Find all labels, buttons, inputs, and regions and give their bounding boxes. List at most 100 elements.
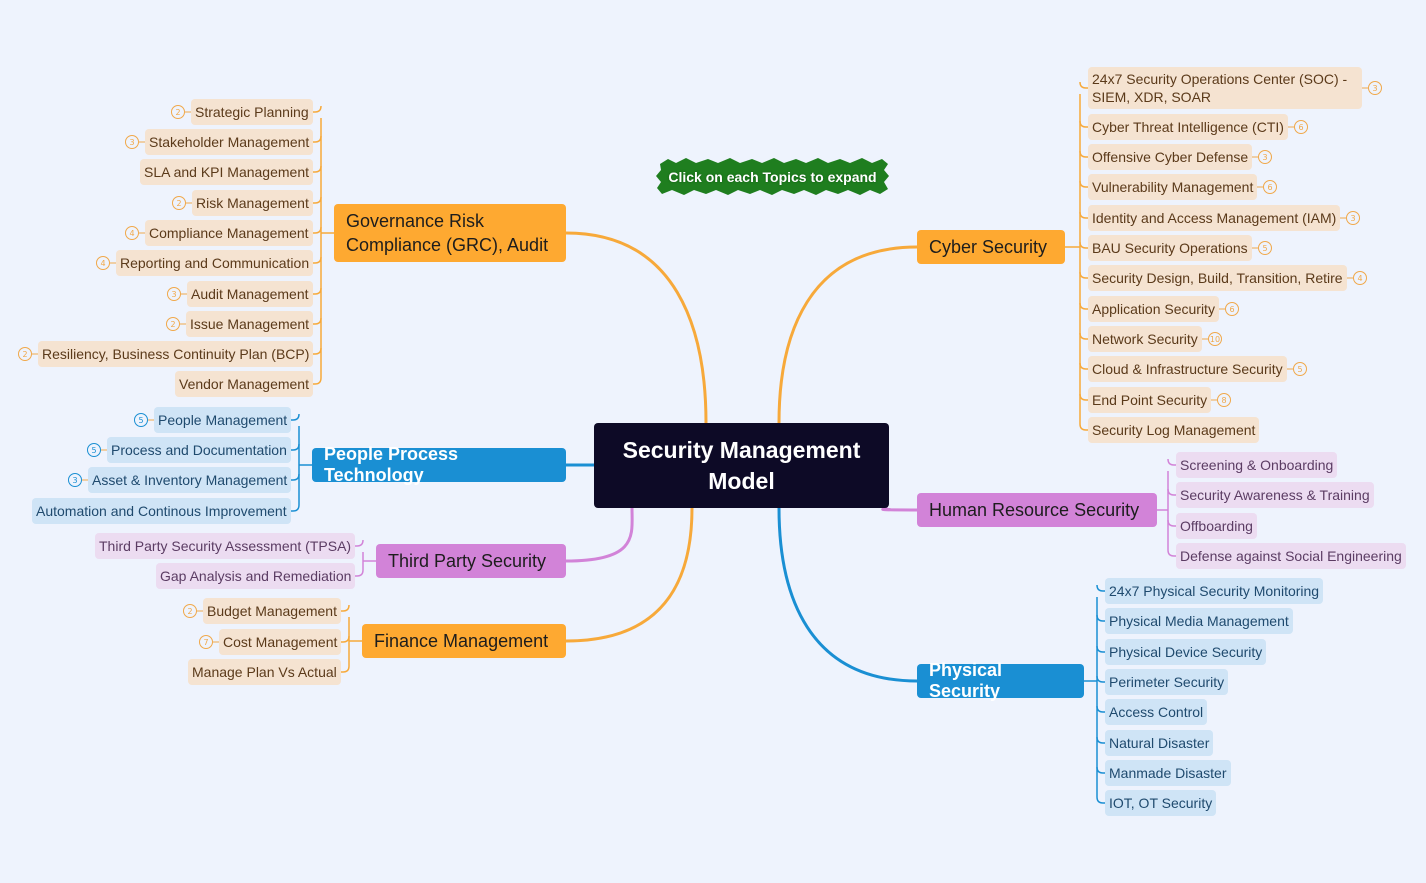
subtopic-item[interactable]: End Point Security: [1088, 387, 1212, 413]
subtopic-item[interactable]: Screening & Onboarding: [1176, 452, 1338, 478]
connector-line: [313, 256, 322, 264]
subtopic-item[interactable]: Issue Management: [186, 311, 314, 337]
subtopic-item[interactable]: Manmade Disaster: [1105, 760, 1231, 786]
subtopic-item[interactable]: 24x7 Physical Security Monitoring: [1105, 578, 1324, 604]
connector-line: [1079, 302, 1088, 310]
main-topic-5[interactable]: Human Resource Security: [917, 493, 1157, 527]
subtopic-item[interactable]: Identity and Access Management (IAM): [1088, 205, 1341, 231]
expand-count-badge[interactable]: 6: [1225, 302, 1239, 316]
expand-count-badge[interactable]: 4: [125, 226, 139, 240]
subtopic-item[interactable]: Cloud & Infrastructure Security: [1088, 356, 1287, 382]
subtopic-item[interactable]: Defense against Social Engineering: [1176, 543, 1406, 569]
subtopic-item[interactable]: Application Security: [1088, 296, 1219, 322]
connector-line: [291, 473, 300, 481]
expand-count-badge[interactable]: 3: [1258, 150, 1272, 164]
subtopic-item[interactable]: Cyber Threat Intelligence (CTI): [1088, 114, 1288, 140]
expand-count-badge[interactable]: 2: [166, 317, 180, 331]
connector-line: [1167, 519, 1176, 527]
subtopic-item[interactable]: Third Party Security Assessment (TPSA): [95, 533, 356, 559]
connector-line: [1079, 211, 1088, 219]
subtopic-item[interactable]: SLA and KPI Management: [140, 159, 313, 185]
subtopic-item[interactable]: Cost Management: [219, 629, 342, 655]
subtopic-item[interactable]: BAU Security Operations: [1088, 235, 1252, 261]
expand-count-badge[interactable]: 5: [87, 443, 101, 457]
expand-count-badge[interactable]: 3: [68, 473, 82, 487]
subtopic-item[interactable]: 24x7 Security Operations Center (SOC) - …: [1088, 67, 1362, 109]
expand-count-badge[interactable]: 5: [1293, 362, 1307, 376]
subtopic-item[interactable]: Manage Plan Vs Actual: [188, 659, 341, 685]
main-topic-4[interactable]: Cyber Security: [917, 230, 1065, 264]
subtopic-label: Cyber Threat Intelligence (CTI): [1092, 119, 1284, 135]
subtopic-label: Third Party Security Assessment (TPSA): [99, 538, 352, 554]
subtopic-item[interactable]: Security Log Management: [1088, 417, 1260, 443]
connector-line: [313, 377, 322, 385]
subtopic-item[interactable]: Security Awareness & Training: [1176, 482, 1374, 508]
subtopic-item[interactable]: IOT, OT Security: [1105, 790, 1217, 816]
expand-count-badge[interactable]: 2: [172, 196, 186, 210]
subtopic-label: Issue Management: [190, 316, 310, 332]
expand-count-badge[interactable]: 7: [199, 635, 213, 649]
subtopic-item[interactable]: Security Design, Build, Transition, Reti…: [1088, 265, 1347, 291]
subtopic-item[interactable]: Vendor Management: [175, 371, 313, 397]
connector-line: [565, 507, 694, 643]
connector-line: [341, 665, 350, 673]
subtopic-item[interactable]: Audit Management: [187, 281, 313, 307]
expand-count-badge[interactable]: 3: [1346, 211, 1360, 225]
subtopic-label: Security Awareness & Training: [1180, 487, 1370, 503]
connector-line: [1079, 241, 1088, 249]
connector-line: [1079, 120, 1088, 128]
expand-count-badge[interactable]: 2: [171, 105, 185, 119]
expand-count-badge[interactable]: 2: [183, 604, 197, 618]
subtopic-item[interactable]: People Management: [154, 407, 292, 433]
connector-line: [355, 539, 364, 547]
subtopic-label: End Point Security: [1092, 392, 1208, 408]
main-topic-1[interactable]: People Process Technology: [312, 444, 566, 485]
expand-count-badge[interactable]: 8: [1217, 393, 1231, 407]
subtopic-item[interactable]: Perimeter Security: [1105, 669, 1229, 695]
expand-count-badge[interactable]: 6: [1263, 180, 1277, 194]
subtopic-item[interactable]: Automation and Continous Improvement: [32, 498, 291, 524]
expand-count-badge[interactable]: 5: [134, 413, 148, 427]
expand-count-badge[interactable]: 3: [167, 287, 181, 301]
main-topic-2[interactable]: Third Party Security: [376, 544, 566, 578]
subtopic-label: Risk Management: [196, 195, 309, 211]
subtopic-label: Cloud & Infrastructure Security: [1092, 361, 1283, 377]
subtopic-item[interactable]: Asset & Inventory Management: [88, 467, 292, 493]
expand-count-badge[interactable]: 6: [1294, 120, 1308, 134]
connector-line: [1079, 81, 1088, 89]
subtopic-item[interactable]: Access Control: [1105, 699, 1208, 725]
subtopic-item[interactable]: Vulnerability Management: [1088, 174, 1258, 200]
subtopic-item[interactable]: Process and Documentation: [107, 437, 291, 463]
subtopic-item[interactable]: Stakeholder Management: [145, 129, 314, 155]
subtopic-label: Resiliency, Business Continuity Plan (BC…: [42, 346, 310, 362]
subtopic-item[interactable]: Compliance Management: [145, 220, 313, 246]
subtopic-item[interactable]: Network Security: [1088, 326, 1202, 352]
main-topic-6[interactable]: Physical Security: [917, 660, 1084, 701]
subtopic-item[interactable]: Physical Media Management: [1105, 608, 1293, 634]
subtopic-item[interactable]: Reporting and Communication: [116, 250, 314, 276]
expand-count-badge[interactable]: 10: [1208, 332, 1222, 346]
subtopic-item[interactable]: Resiliency, Business Continuity Plan (BC…: [38, 341, 314, 367]
main-topic-0[interactable]: Governance Risk Compliance (GRC), Audit: [334, 204, 566, 262]
expand-count-badge[interactable]: 3: [1368, 81, 1382, 95]
subtopic-item[interactable]: Budget Management: [203, 598, 341, 624]
subtopic-item[interactable]: Natural Disaster: [1105, 730, 1214, 756]
subtopic-item[interactable]: Offboarding: [1176, 513, 1257, 539]
expand-count-badge[interactable]: 3: [125, 135, 139, 149]
expand-count-badge[interactable]: 2: [18, 347, 32, 361]
expand-count-badge[interactable]: 4: [1353, 271, 1367, 285]
subtopic-item[interactable]: Offensive Cyber Defense: [1088, 144, 1253, 170]
root-title-line-1: Security Management: [622, 436, 861, 463]
connector-line: [777, 507, 918, 683]
subtopic-item[interactable]: Risk Management: [192, 190, 313, 216]
expand-count-badge[interactable]: 4: [96, 256, 110, 270]
expand-hint-banner[interactable]: Click on each Topics to expand: [656, 158, 889, 195]
expand-count-badge[interactable]: 5: [1258, 241, 1272, 255]
subtopic-item[interactable]: Strategic Planning: [191, 99, 313, 125]
subtopic-label: Stakeholder Management: [149, 134, 310, 150]
subtopic-item[interactable]: Physical Device Security: [1105, 639, 1267, 665]
root-topic[interactable]: Security Management Model: [594, 423, 889, 508]
subtopic-item[interactable]: Gap Analysis and Remediation: [156, 563, 356, 589]
main-topic-3[interactable]: Finance Management: [362, 624, 566, 658]
connector-line: [1096, 675, 1105, 683]
